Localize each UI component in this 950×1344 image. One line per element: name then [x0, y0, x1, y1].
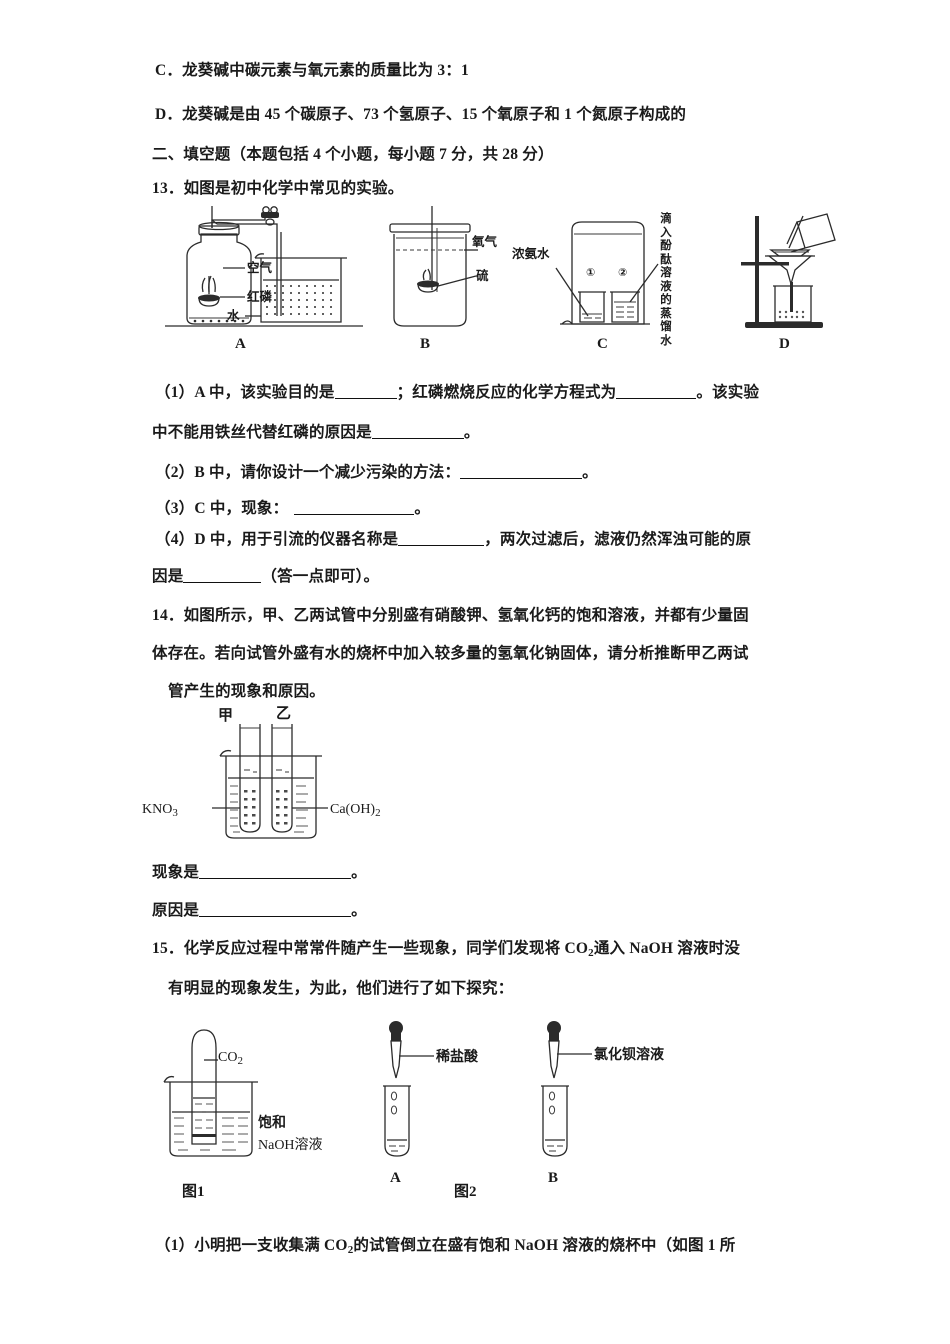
choice-c-line: C．龙葵碱中碳元素与氧元素的质量比为 3：1	[155, 62, 469, 79]
answer-blank[interactable]	[294, 514, 415, 515]
figure-experiment-a: 空气 红磷 水 A	[165, 206, 365, 352]
label-barium-chloride-solution: 氯化钡溶液	[594, 1047, 664, 1063]
q13-1-line1: （1）A 中，该实验目的是 ；红磷燃烧反应的化学方程式为 。该实验	[155, 384, 759, 403]
apparatus-b-svg: 氧气 硫	[389, 206, 498, 327]
label-kno3: KNO3	[142, 802, 178, 819]
q13-1-line2: 中不能用铁丝代替红磷的原因是 。	[152, 424, 480, 443]
q13-4-text-c: 可能的原	[688, 531, 752, 548]
q15-1-text-b: 的试管倒立在盛有饱和 NaOH 溶液的烧杯中（如图 1 所	[353, 1237, 736, 1254]
question-13-stem: 13．如图是初中化学中常见的实验。	[152, 180, 404, 197]
q13-2-text: （2）B 中，请你设计一个减少污染的方法：	[155, 464, 461, 481]
caption-tube-a: A	[390, 1170, 401, 1186]
figure-diagram-1: CO2 饱和 NaOH溶液 图1	[160, 1020, 360, 1200]
answer-blank[interactable]	[334, 398, 397, 399]
answer-blank[interactable]	[199, 878, 352, 879]
label-calcium-hydroxide: Ca(OH)2	[330, 802, 381, 819]
q15-line1: 15．化学反应过程中常常件随产生一些现象，同学们发现将 CO2通入 NaOH 溶…	[152, 940, 741, 959]
q13-4-line1: （4）D 中，用于引流的仪器名称是 ，两次过滤后，滤液仍然浑浊可能的原	[155, 530, 751, 550]
apparatus-tube-a-svg	[383, 1021, 434, 1157]
answer-blank[interactable]	[398, 545, 485, 546]
q13-3-end: 。	[414, 500, 431, 517]
q14-answer2-label: 原因是	[152, 902, 200, 919]
caption-tube-b: B	[548, 1170, 559, 1186]
q13-4-text-a: （4）D 中，用于引流的仪器名称是	[155, 531, 399, 548]
figure-test-tube-a: 稀盐酸 A 图2	[372, 1020, 522, 1200]
q13-4-line2-text: 因是	[152, 568, 184, 585]
answer-blank[interactable]	[199, 916, 352, 917]
label-co2-fig1: CO2	[218, 1050, 243, 1067]
q13-1-line2-end: 。	[463, 424, 480, 441]
label-water: 水	[227, 308, 240, 323]
answer-blank[interactable]	[371, 438, 464, 439]
q15-1-line: （1）小明把一支收集满 CO2的试管倒立在盛有饱和 NaOH 溶液的烧杯中（如图…	[155, 1237, 736, 1256]
label-tube-jia: 甲	[218, 706, 234, 724]
apparatus-tube-b-svg	[541, 1021, 592, 1157]
q14-answer-reason: 原因是 。	[152, 902, 367, 921]
q14-line3: 管产生的现象和原因。	[168, 683, 326, 700]
section-two-heading: 二、填空题（本题包括 4 个小题，每小题 7 分，共 28 分）	[152, 146, 554, 163]
q14-line1: 14．如图所示，甲、乙两试管中分别盛有硝酸钾、氢氧化钙的饱和溶液，并都有少量固	[152, 607, 749, 624]
choice-d-line: D．龙葵碱是由 45 个碳原子、73 个氢原子、15 个氧原子和 1 个氮原子构…	[155, 106, 687, 123]
caption-fig1: 图1	[182, 1184, 205, 1200]
q14-answer1-label: 现象是	[152, 864, 200, 881]
label-oxygen: 氧气	[471, 234, 498, 249]
label-beaker-two: ②	[618, 266, 627, 279]
label-beaker-one: ①	[586, 266, 595, 279]
apparatus-beaker-svg	[212, 724, 328, 839]
figure-experiment-b: 氧气 硫 B	[380, 206, 500, 352]
q13-1-text-a: （1）A 中，该实验目的是	[155, 384, 335, 401]
apparatus-c-svg: ① ② 浓氨水	[512, 221, 659, 325]
q13-2-line: （2）B 中，请你设计一个减少污染的方法： 。	[155, 464, 598, 483]
q15-line1-b: 通入 NaOH 溶液时没	[593, 940, 741, 957]
label-phenolphthalein-water: 滴入酚酞溶液的蒸馏水	[660, 211, 672, 347]
caption-c: C	[597, 336, 608, 352]
q13-1-text-b: ；红磷燃烧反应的化学方程式为	[396, 384, 617, 401]
q15-line1-a: 15．化学反应过程中常常件随产生一些现象，同学们发现将 CO	[152, 940, 589, 957]
answer-blank[interactable]	[460, 478, 583, 479]
q14-line2: 体存在。若向试管外盛有水的烧杯中加入较多量的氢氧化钠固体，请分析推断甲乙两试	[152, 645, 749, 662]
answer-blank[interactable]	[183, 582, 262, 583]
label-red-phosphorus: 红磷	[247, 289, 273, 304]
q13-1-line2-text: 中不能用铁丝代替红磷的原因是	[152, 424, 372, 441]
q13-4-emphasis: 滤液仍然浑浊	[594, 530, 689, 548]
apparatus-d-svg	[741, 213, 836, 328]
q13-2-end: 。	[582, 464, 598, 481]
q13-3-line: （3）C 中，现象： 。	[155, 500, 430, 519]
q13-4-line2: 因是 （答一点即可）。	[152, 568, 379, 587]
q15-line2: 有明显的现象发生，为此，他们进行了如下探究：	[168, 980, 514, 997]
label-dilute-hydrochloric-acid: 稀盐酸	[436, 1049, 478, 1065]
label-sulfur: 硫	[476, 268, 489, 283]
answer-blank[interactable]	[616, 398, 697, 399]
figure-experiment-d: D	[735, 206, 845, 352]
caption-d: D	[779, 336, 790, 352]
figure-beaker-test-tubes: 甲 乙 KNO3 Ca(OH)2	[142, 704, 393, 846]
q13-4-line2-end: （答一点即可）。	[261, 568, 380, 585]
q15-1-text-a: （1）小明把一支收集满 CO	[155, 1237, 348, 1254]
caption-fig2: 图2	[454, 1184, 477, 1200]
label-tube-yi: 乙	[276, 704, 292, 722]
q14-answer1-end: 。	[351, 864, 367, 881]
apparatus-a-svg: 空气 红磷 水	[165, 206, 363, 327]
caption-b: B	[420, 336, 431, 352]
q13-4-text-b: ，两次过滤后，	[484, 531, 595, 548]
q14-answer-phenomenon: 现象是 。	[152, 864, 367, 883]
q13-3-text: （3）C 中，现象：	[155, 500, 289, 517]
apparatus-fig1-svg	[163, 1029, 258, 1157]
figure-test-tube-b: 氯化钡溶液 B	[530, 1020, 690, 1186]
label-saturated-naoh: 饱和 NaOH溶液	[258, 1115, 323, 1153]
label-concentrated-ammonia: 浓氨水	[512, 246, 550, 261]
figure-experiment-c: ① ② 浓氨水 滴入酚酞溶液的蒸馏水 C	[512, 206, 702, 352]
caption-a: A	[235, 336, 246, 352]
q13-1-text-c: 。该实验	[696, 384, 760, 401]
label-air: 空气	[247, 260, 273, 275]
q14-answer2-end: 。	[351, 902, 367, 919]
